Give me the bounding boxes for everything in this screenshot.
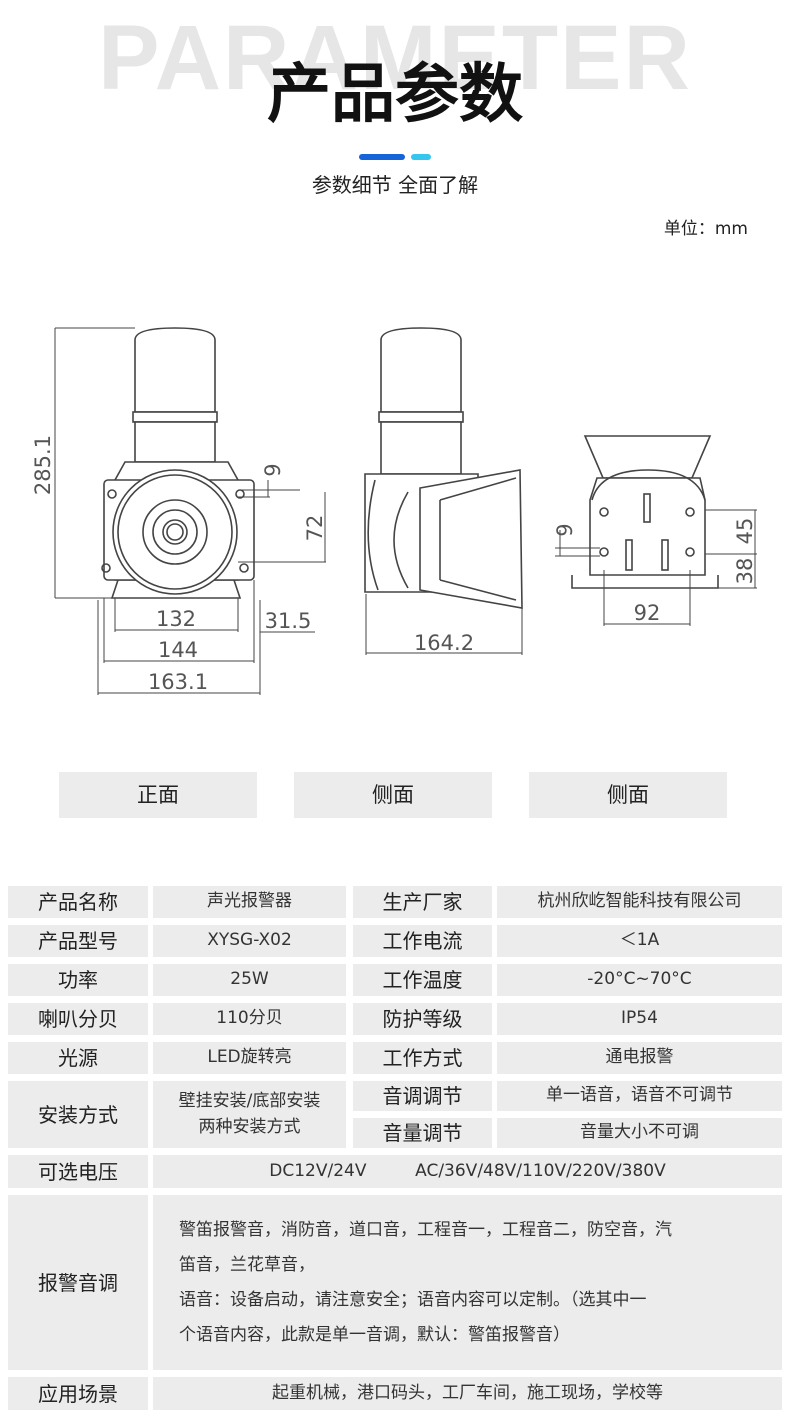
param-key: 应用场景 — [8, 1377, 148, 1410]
technical-drawing: 285.1 9 72 132 31.5 144 163.1 164.2 9 45… — [31, 327, 757, 695]
param-value: ＜1A — [497, 925, 782, 957]
param-value: DC12V/24V AC/36V/48V/110V/220V/380V — [153, 1155, 782, 1188]
front-view-drawing — [54, 327, 326, 695]
param-value: 音量大小不可调 — [497, 1118, 782, 1148]
param-key: 报警音调 — [8, 1195, 148, 1370]
page-title: 产品参数 — [267, 58, 523, 132]
param-value: 110分贝 — [153, 1003, 346, 1035]
param-key: 防护等级 — [353, 1003, 492, 1035]
param-value: LED旋转亮 — [153, 1042, 346, 1074]
param-value: 声光报警器 — [153, 886, 346, 918]
param-key: 音调调节 — [353, 1081, 492, 1111]
alarm-tone-line: 语音：设备启动，请注意安全；语音内容可以定制。（选其中一 — [179, 1289, 647, 1310]
param-key: 可选电压 — [8, 1155, 148, 1188]
param-value-line: 壁挂安装/底部安装 — [178, 1091, 321, 1111]
param-value: 起重机械，港口码头，工厂车间，施工现场，学校等 — [153, 1377, 782, 1410]
param-key: 产品名称 — [8, 886, 148, 918]
param-key: 安装方式 — [8, 1081, 148, 1148]
view-label-front: 正面 — [59, 772, 257, 818]
dim-31-5: 31.5 — [265, 609, 312, 633]
dim-side-9: 9 — [553, 523, 577, 536]
side-view-2-drawing — [555, 435, 757, 626]
param-key: 功率 — [8, 964, 148, 996]
param-value: IP54 — [497, 1003, 782, 1035]
param-key: 生产厂家 — [353, 886, 492, 918]
dim-92: 92 — [634, 601, 661, 625]
param-key: 音量调节 — [353, 1118, 492, 1148]
param-key: 喇叭分贝 — [8, 1003, 148, 1035]
param-key: 光源 — [8, 1042, 148, 1074]
dim-front-9: 9 — [261, 463, 285, 476]
dim-72: 72 — [303, 515, 327, 542]
dim-132: 132 — [156, 607, 196, 631]
param-value: 杭州欣屹智能科技有限公司 — [497, 886, 782, 918]
accent-bar-cyan — [411, 154, 431, 160]
param-key: 产品型号 — [8, 925, 148, 957]
accent-bar-blue — [359, 154, 405, 160]
param-key: 工作方式 — [353, 1042, 492, 1074]
page-subtitle: 参数细节 全面了解 — [311, 173, 479, 197]
param-value: 单一语音，语音不可调节 — [497, 1081, 782, 1111]
dim-164-2: 164.2 — [414, 631, 474, 655]
dim-height: 285.1 — [31, 435, 55, 495]
param-value-line: 两种安装方式 — [198, 1116, 301, 1137]
alarm-tone-line: 警笛报警音，消防音，道口音，工程音一，工程音二，防空音，汽 — [179, 1219, 672, 1240]
side-view-1-drawing — [364, 327, 523, 655]
param-value: 通电报警 — [497, 1042, 782, 1074]
dim-144: 144 — [158, 638, 198, 662]
dim-163-1: 163.1 — [148, 670, 208, 694]
bg-word-parameter: PARAMETER — [98, 7, 692, 109]
dim-38: 38 — [733, 558, 757, 585]
param-key: 工作温度 — [353, 964, 492, 996]
param-key: 工作电流 — [353, 925, 492, 957]
alarm-tone-line: 笛音，兰花草音， — [179, 1254, 315, 1275]
param-value: 25W — [153, 964, 346, 996]
dim-45: 45 — [733, 518, 757, 545]
view-label-side-2: 侧面 — [529, 772, 727, 818]
view-label-side-1: 侧面 — [294, 772, 492, 818]
param-value-alarm-tones: 警笛报警音，消防音，道口音，工程音一，工程音二，防空音，汽 笛音，兰花草音， 语… — [153, 1195, 782, 1370]
param-value-install: 壁挂安装/底部安装 两种安装方式 — [153, 1081, 346, 1148]
alarm-tone-line: 个语音内容，此款是单一音调，默认：警笛报警音） — [179, 1324, 570, 1345]
param-value: -20°C~70°C — [497, 964, 782, 996]
unit-label: 单位：mm — [663, 219, 748, 239]
param-value: XYSG-X02 — [153, 925, 346, 957]
